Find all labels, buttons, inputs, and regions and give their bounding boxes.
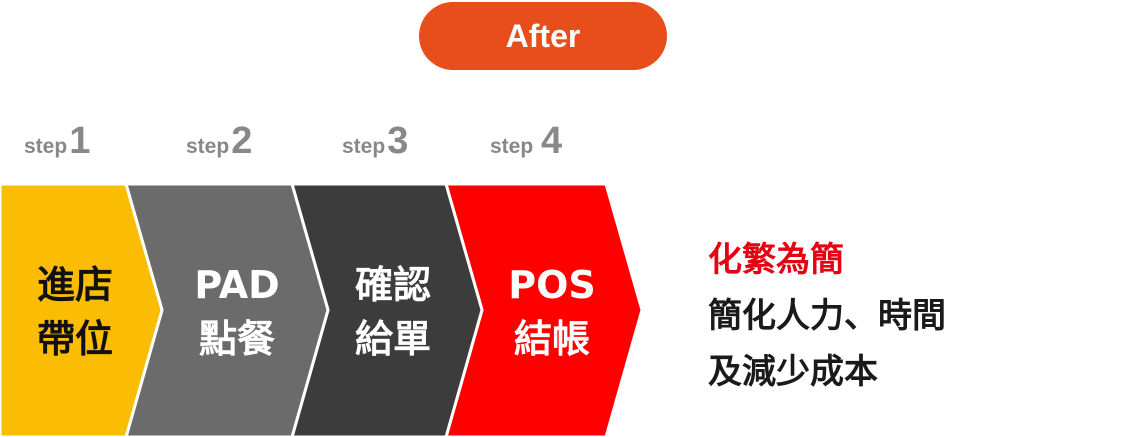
step-number: 4 [541, 120, 563, 162]
step-2-text: PAD 點餐 [157, 258, 317, 366]
step-number: 1 [69, 120, 91, 162]
step-3-line-2: 給單 [354, 317, 431, 361]
step-4-label: step 4 [490, 120, 562, 166]
step-3-label: step3 [342, 120, 408, 166]
step-2-line-1: PAD [194, 263, 280, 307]
step-2-label: step2 [186, 120, 252, 166]
step-word: step [490, 135, 540, 158]
step-word: step [342, 135, 386, 158]
step-3-text: 確認 給單 [313, 258, 473, 366]
summary-line-3: 及減少成本 [708, 352, 878, 392]
summary-line-2: 簡化人力、時間 [708, 296, 946, 336]
step-4-line-1: POS [508, 263, 596, 307]
after-badge: After [419, 2, 667, 70]
summary-highlight: 化繁為簡 [708, 240, 844, 280]
summary-text: 化繁為簡 簡化人力、時間 及減少成本 [708, 232, 946, 400]
step-number: 3 [387, 120, 409, 162]
step-4-text: POS 結帳 [472, 258, 632, 366]
step-number: 2 [231, 120, 253, 162]
step-word: step [186, 135, 230, 158]
process-chevrons [0, 184, 644, 437]
step-1-line-2: 帶位 [36, 317, 113, 361]
step-1-text: 進店 帶位 [0, 258, 155, 366]
chevron-step-1 [0, 184, 164, 437]
step-4-line-2: 結帳 [513, 317, 590, 361]
step-1-line-1: 進店 [36, 263, 113, 307]
step-1-label: step1 [24, 120, 90, 166]
step-2-line-2: 點餐 [198, 317, 275, 361]
step-3-line-1: 確認 [354, 263, 431, 307]
step-word: step [24, 135, 68, 158]
